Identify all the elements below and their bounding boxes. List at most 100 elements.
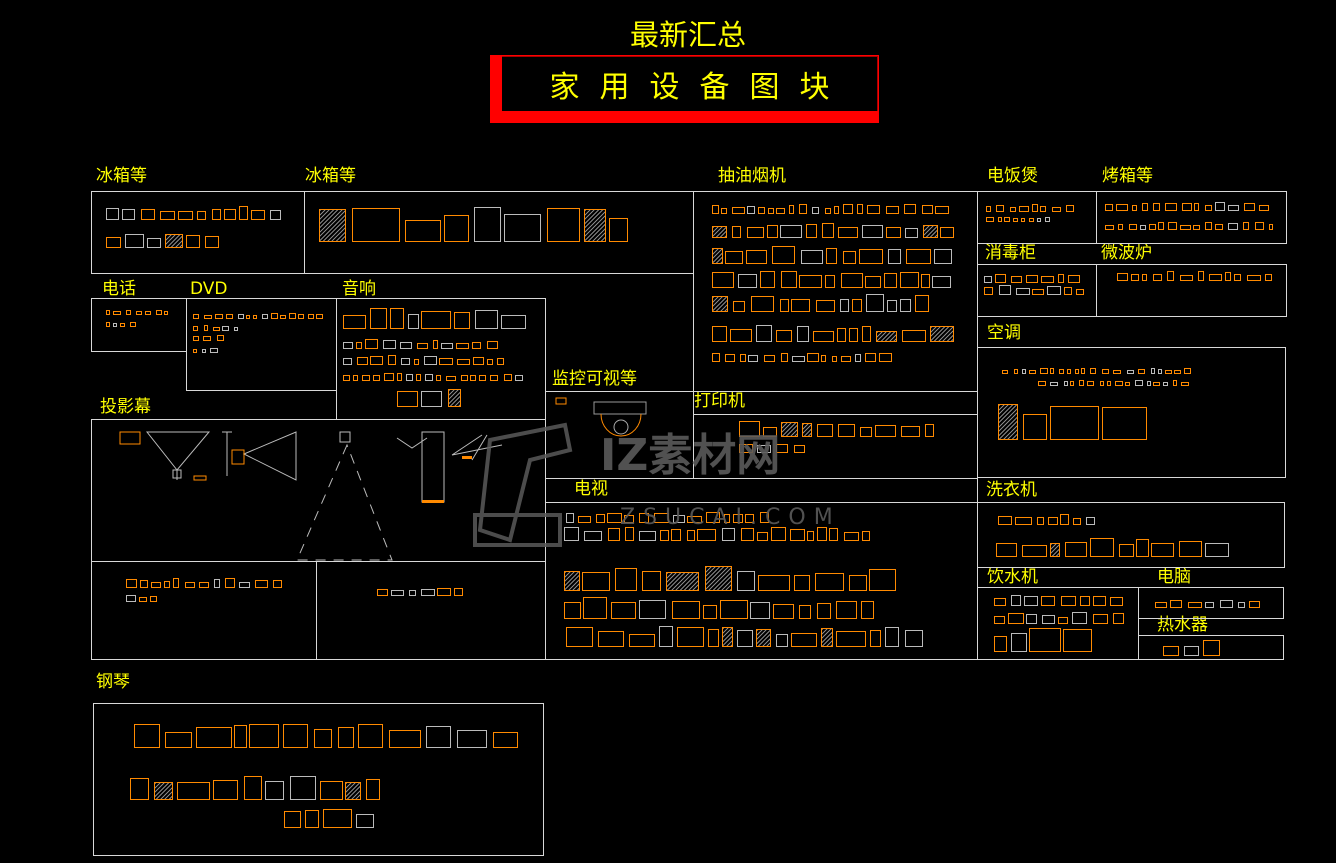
cad-block-symbol (797, 326, 809, 342)
cad-block-symbol (165, 732, 192, 748)
cad-block-symbol (366, 779, 380, 800)
cad-block-symbol (456, 343, 469, 349)
cad-block-symbol (1050, 368, 1054, 374)
cad-block-symbol (671, 529, 681, 541)
drawing-title: 最新汇总 (629, 18, 746, 52)
cad-block-symbol (1041, 276, 1054, 283)
cad-block-symbol (389, 730, 421, 748)
cad-block-symbol (193, 336, 199, 341)
cad-block-symbol (999, 285, 1011, 295)
cad-block-symbol (141, 209, 155, 220)
cad-block-symbol (825, 208, 831, 214)
cad-block-symbol (504, 374, 512, 381)
cad-block-symbol (1234, 274, 1241, 281)
panel-surveillance (545, 391, 694, 479)
cad-block-symbol (1048, 517, 1058, 525)
cad-block-symbol (196, 727, 232, 748)
cad-block-symbol (384, 373, 394, 381)
cad-block-symbol (822, 223, 834, 238)
cad-block-symbol (738, 274, 757, 288)
cad-block-symbol (862, 531, 870, 541)
cad-block-symbol (147, 238, 161, 248)
label-computer: 电脑 (1157, 567, 1191, 587)
cad-block-symbol (639, 531, 656, 541)
cad-block-symbol (373, 375, 380, 381)
cad-block-symbol (930, 326, 954, 342)
cad-block-symbol (1135, 380, 1143, 386)
cad-block-symbol (852, 299, 862, 312)
cad-block-symbol (741, 528, 754, 541)
cad-block-symbol (1037, 218, 1041, 222)
cad-block-symbol (768, 208, 774, 214)
cad-block-symbol (996, 543, 1017, 557)
cad-block-symbol (357, 357, 368, 365)
cad-block-symbol (1205, 222, 1212, 230)
camera-dome-drawing (555, 397, 647, 437)
cad-block-symbol (1184, 368, 1191, 374)
cad-block-symbol (838, 424, 855, 437)
cad-block-symbol (905, 228, 918, 238)
cad-block-symbol (362, 375, 370, 381)
cad-block-symbol (1105, 204, 1113, 211)
cad-block-symbol (1147, 381, 1151, 386)
cad-block-symbol (136, 311, 142, 315)
cad-block-symbol (1011, 633, 1027, 652)
cad-block-symbol (737, 630, 753, 647)
cad-block-symbol (239, 582, 250, 588)
cad-block-symbol (639, 513, 649, 523)
cad-block-symbol (817, 603, 831, 619)
cad-block-symbol (437, 588, 451, 596)
cad-block-symbol (225, 578, 235, 588)
cad-block-symbol (289, 313, 296, 319)
cad-block-symbol (773, 604, 794, 619)
cad-block-symbol (1180, 225, 1191, 230)
cad-block-symbol (1225, 272, 1231, 281)
cad-block-symbol (280, 315, 286, 319)
cad-block-symbol (865, 353, 876, 362)
cad-block-symbol (998, 217, 1002, 222)
cad-block-symbol (756, 325, 772, 342)
cad-block-symbol (611, 602, 636, 619)
cad-block-symbol (1184, 646, 1199, 656)
cad-block-symbol (164, 581, 170, 588)
cad-block-symbol (1022, 369, 1026, 374)
cad-block-symbol (244, 776, 262, 800)
cad-block-symbol (730, 329, 752, 342)
cad-block-symbol (406, 374, 413, 381)
cad-block-symbol (921, 274, 930, 288)
cad-block-symbol (156, 310, 162, 315)
cad-block-symbol (283, 724, 308, 748)
cad-block-symbol (1228, 223, 1238, 230)
cad-block-symbol (222, 326, 229, 331)
cad-block-symbol (733, 301, 745, 312)
cad-block-symbol (984, 276, 992, 283)
cad-block-symbol (106, 208, 119, 220)
panel-range-hood (693, 191, 978, 392)
cad-block-symbol (654, 513, 669, 523)
cad-block-symbol (1173, 380, 1177, 386)
cad-block-symbol (1026, 275, 1038, 283)
label-phone: 电话 (102, 279, 136, 299)
cad-block-symbol (1038, 381, 1046, 386)
cad-block-symbol (151, 582, 161, 588)
cad-block-symbol (1064, 381, 1068, 386)
cad-block-symbol (986, 217, 994, 222)
cad-block-symbol (1029, 370, 1036, 374)
cad-block-symbol (177, 782, 210, 800)
cad-block-symbol (1102, 369, 1109, 374)
cad-block-symbol (319, 209, 346, 242)
cad-block-symbol (421, 589, 435, 596)
cad-block-symbol (193, 326, 198, 331)
cad-block-symbol (712, 353, 720, 362)
label-piano: 钢琴 (96, 672, 130, 692)
cad-block-symbol (940, 227, 954, 238)
cad-block-symbol (515, 375, 523, 381)
cad-block-symbol (905, 630, 923, 647)
cad-block-symbol (1037, 517, 1044, 525)
panel-tv-header (545, 478, 978, 503)
cad-block-symbol (625, 527, 634, 541)
cad-block-symbol (1180, 275, 1193, 281)
cad-block-symbol (1041, 596, 1055, 606)
cad-block-symbol (377, 589, 388, 596)
cad-block-symbol (813, 331, 834, 342)
